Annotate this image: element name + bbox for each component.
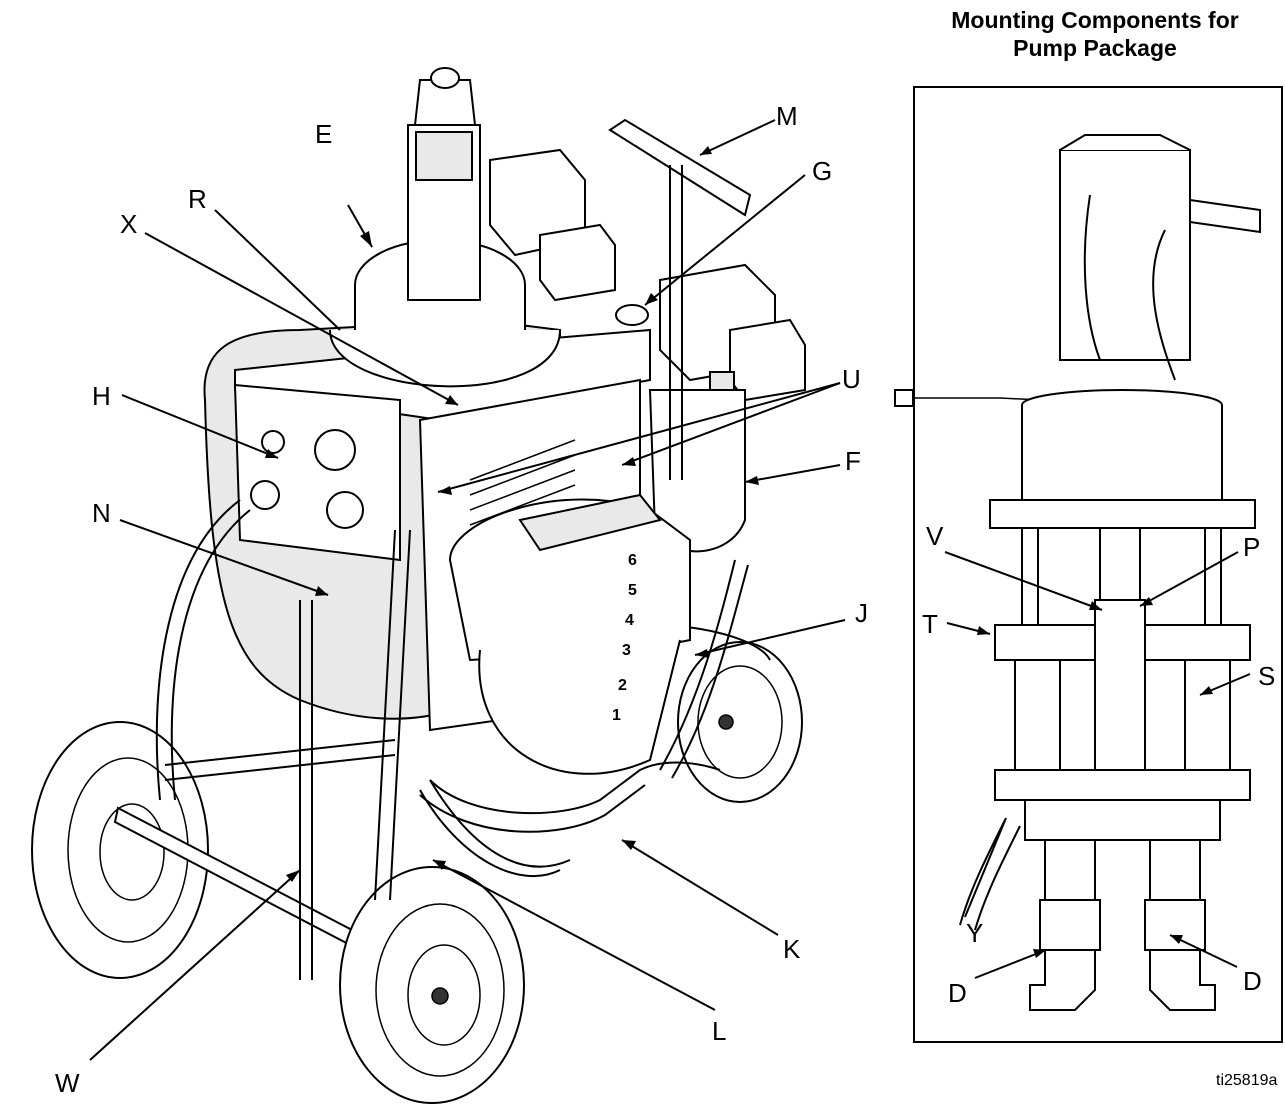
callout-w: W <box>55 1068 80 1098</box>
svg-text:3: 3 <box>622 642 631 659</box>
inset-pump-drawing <box>894 134 1261 1011</box>
callout-n: N <box>92 498 111 528</box>
leader-lines <box>89 119 1251 1061</box>
inset-frame <box>913 86 1283 1043</box>
svg-text:4: 4 <box>625 612 634 629</box>
callout-j: J <box>855 598 868 628</box>
main-machine-drawing: 6 5 4 3 2 1 <box>31 67 806 1104</box>
callout-d-right: D <box>1243 966 1262 996</box>
rear-right-wheel <box>677 641 803 803</box>
motor-box-upper <box>489 148 616 302</box>
hopper: 6 5 4 3 2 1 <box>448 493 691 775</box>
callout-s: S <box>1258 661 1275 691</box>
callout-labels: E R X H N M G U F J K L W V P T S Y D D <box>55 101 1275 1098</box>
callout-d-left: D <box>948 978 967 1008</box>
callout-x: X <box>120 209 137 239</box>
callout-u: U <box>842 364 861 394</box>
svg-text:5: 5 <box>628 582 637 599</box>
inset-title-line-2: Pump Package <box>1013 35 1177 61</box>
callout-h: H <box>92 381 111 411</box>
motor-box-lower <box>659 263 806 403</box>
arrowheads <box>265 146 1213 958</box>
upper-pump <box>407 67 481 301</box>
callout-f: F <box>845 446 861 476</box>
callout-l: L <box>712 1016 726 1046</box>
handle <box>608 118 752 480</box>
front-wheel <box>339 866 525 1104</box>
callout-e: E <box>315 119 332 149</box>
inset-title-line-1: Mounting Components for <box>951 7 1239 33</box>
callout-m: M <box>776 101 798 131</box>
svg-text:6: 6 <box>628 552 637 569</box>
control-panel <box>233 383 401 562</box>
callout-g: G <box>812 156 832 186</box>
callout-y: Y <box>966 918 983 948</box>
callout-p: P <box>1243 532 1260 562</box>
callout-t: T <box>922 609 938 639</box>
figure-id: ti25819a <box>1216 1072 1278 1089</box>
callout-r: R <box>188 184 207 214</box>
callout-v: V <box>926 521 944 551</box>
svg-text:2: 2 <box>618 677 627 694</box>
callout-k: K <box>783 934 801 964</box>
svg-text:1: 1 <box>612 707 621 724</box>
inset-title: Mounting Components for Pump Package <box>905 6 1285 62</box>
